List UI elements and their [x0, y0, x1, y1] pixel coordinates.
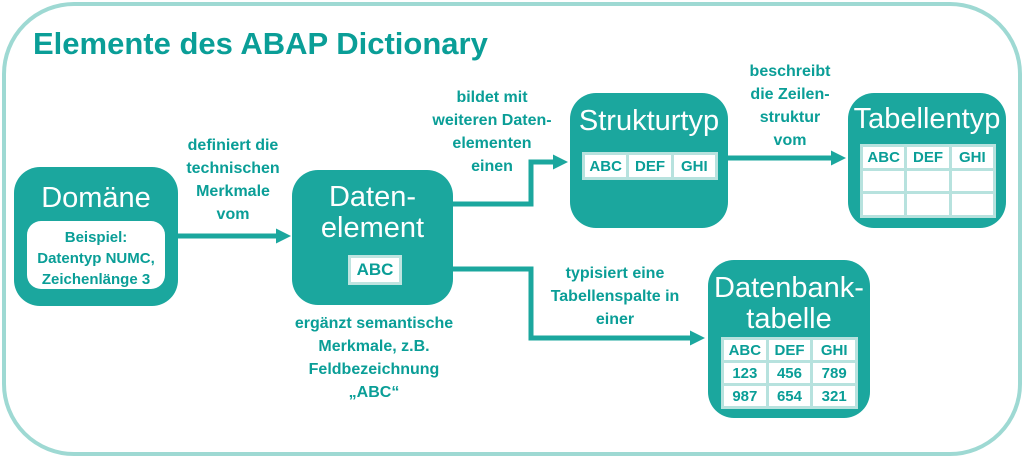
domaene-example-card: Beispiel: Datentyp NUMC, Zeichenlänge 3 — [27, 221, 165, 289]
node-domaene-title: Domäne — [41, 182, 151, 214]
edge-label-beschreibt: beschreibt die Zeilen- struktur vom — [749, 63, 831, 149]
node-tabellentyp-title: Tabellentyp — [853, 103, 1001, 135]
edge-label-definiert: definiert die technischen Merkmale vom — [186, 137, 280, 223]
node-domaene: Domäne Beispiel: Datentyp NUMC, Zeichenl… — [14, 167, 178, 306]
tabellentyp-table: ABC DEF GHI — [860, 144, 996, 218]
node-tabellentyp: Tabellentyp ABC DEF GHI — [848, 93, 1006, 228]
node-datenelement-title: Daten- element — [320, 181, 425, 244]
node-datenbanktabelle-title: Datenbank- tabelle — [714, 272, 864, 335]
edge-label-bildet: bildet mit weiteren Daten- elementen ein… — [432, 89, 552, 175]
page-title: Elemente des ABAP Dictionary — [33, 26, 488, 61]
node-strukturtyp-title: Strukturtyp — [578, 105, 720, 137]
datenelement-abc-chip: ABC — [348, 255, 402, 285]
node-strukturtyp: Strukturtyp ABC DEF GHI — [570, 93, 728, 228]
node-datenbanktabelle: Datenbank- tabelle ABC DEF GHI 123 456 7… — [708, 260, 870, 418]
strukturtyp-field-strip: ABC DEF GHI — [582, 152, 718, 180]
edge-label-typisiert: typisiert eine Tabellenspalte in einer — [550, 265, 680, 328]
edge-label-ergaenzt: ergänzt semantische Merkmale, z.B. Feldb… — [294, 315, 454, 401]
datenbanktabelle-table: ABC DEF GHI 123 456 789 987 654 321 — [721, 337, 858, 409]
node-datenelement: Daten- element ABC — [292, 170, 453, 305]
